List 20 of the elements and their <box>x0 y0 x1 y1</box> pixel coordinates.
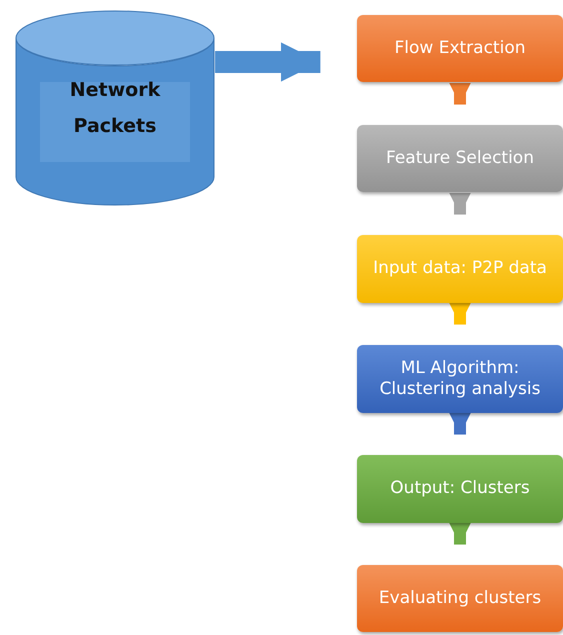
node-label: Input data: P2P data <box>373 258 547 280</box>
process-box <box>357 15 563 82</box>
block-arrow <box>449 82 471 105</box>
block-arrow <box>449 522 471 545</box>
process-box <box>357 565 563 632</box>
database-cylinder <box>15 10 215 206</box>
process-box <box>357 125 563 192</box>
node-label: Network Packets <box>68 78 162 139</box>
block-arrow <box>449 412 471 435</box>
process-box <box>357 455 563 523</box>
block-arrow <box>449 302 471 325</box>
node-label: Feature Selection <box>386 148 534 170</box>
block-arrow <box>449 192 471 215</box>
node-label: Output: Clusters <box>390 478 530 500</box>
node-label: ML Algorithm: Clustering analysis <box>378 358 542 400</box>
process-box <box>357 235 563 303</box>
node-label: Evaluating clusters <box>378 588 542 610</box>
process-box <box>357 345 563 413</box>
block-arrow <box>215 42 320 82</box>
node-label: Flow Extraction <box>394 38 526 60</box>
